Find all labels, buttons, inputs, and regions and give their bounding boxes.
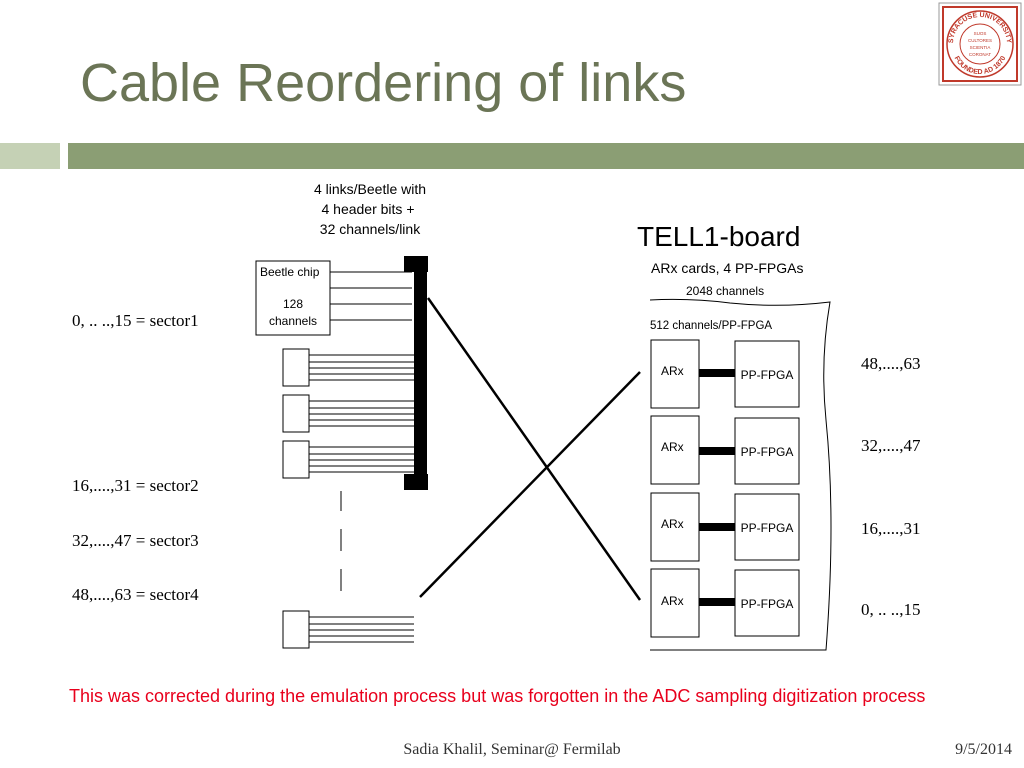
- pp-fpga-3: [734, 493, 800, 561]
- range-label-3: 16,....,31: [861, 519, 921, 538]
- arx-fpga-link-3: [699, 523, 735, 531]
- tell1-board-outline: [649, 298, 832, 651]
- arx-card-2: [650, 415, 700, 485]
- connector-bar: [414, 256, 427, 490]
- logo-motto-4: CORONAT: [969, 52, 991, 57]
- arx-fpga-link-2: [699, 447, 735, 455]
- pp-fpga-4: [734, 569, 800, 637]
- pp-fpga-2: [734, 417, 800, 485]
- beetle-header-line-2: 4 header bits +: [321, 201, 414, 217]
- range-label-1: 48,....,63: [861, 354, 921, 373]
- cable-connector-1: [282, 348, 310, 387]
- footer-author: Sadia Khalil, Seminar@ Fermilab: [403, 741, 621, 758]
- range-label-2: 32,....,47: [861, 436, 921, 455]
- arx-card-3: [650, 492, 700, 562]
- arx-fpga-rows: ARx PP-FPGA ARx PP-FPGA ARx PP-FPGA ARx …: [650, 339, 800, 638]
- correction-note: This was corrected during the emulation …: [69, 686, 926, 706]
- sector-label-1: 0, .. ..,15 = sector1: [72, 311, 199, 330]
- arx-label-4: ARx: [661, 594, 684, 608]
- cable-connector-3: [282, 440, 310, 479]
- arx-card-4: [650, 568, 700, 638]
- logo-motto-3: SCIENTIA: [970, 45, 991, 50]
- cable-connector-2: [282, 394, 310, 433]
- arx-card-1: [650, 339, 700, 409]
- reorder-line-up: [419, 371, 641, 598]
- sector-label-2: 16,....,31 = sector2: [72, 476, 199, 495]
- page-title: Cable Reordering of links: [80, 53, 687, 113]
- connector-bar-bottom: [404, 474, 428, 490]
- range-label-4: 0, .. ..,15: [861, 600, 921, 619]
- tell1-subtitle: ARx cards, 4 PP-FPGAs: [651, 260, 803, 276]
- tell1-per-fpga: 512 channels/PP-FPGA: [650, 320, 772, 332]
- pp-fpga-label-2: PP-FPGA: [741, 445, 794, 459]
- beetle-chip-links: [330, 271, 412, 321]
- pp-fpga-label-1: PP-FPGA: [741, 368, 794, 382]
- beetle-chip-count: 128: [283, 297, 303, 311]
- arx-fpga-row-3: ARx PP-FPGA: [650, 492, 800, 562]
- pp-fpga-label-4: PP-FPGA: [741, 597, 794, 611]
- title-divider-right: [68, 143, 1024, 169]
- cable-connector-4: [282, 610, 310, 649]
- beetle-chip-box: [255, 260, 331, 336]
- pp-fpga-1: [734, 340, 800, 408]
- sector-label-3: 32,....,47 = sector3: [72, 531, 199, 550]
- arx-label-2: ARx: [661, 440, 684, 454]
- tell1-title: TELL1-board: [637, 221, 800, 252]
- arx-fpga-link-4: [699, 598, 735, 606]
- arx-label-1: ARx: [661, 364, 684, 378]
- cable-connector-lines: [309, 354, 414, 643]
- arx-fpga-row-1: ARx PP-FPGA: [650, 339, 800, 409]
- beetle-chip-name: Beetle chip: [260, 265, 320, 279]
- arx-fpga-link-1: [699, 369, 735, 377]
- logo-motto-2: CULTORES: [968, 38, 992, 43]
- tell1-channels: 2048 channels: [686, 284, 764, 298]
- beetle-header-line-3: 32 channels/link: [320, 221, 421, 237]
- beetle-header-line-1: 4 links/Beetle with: [314, 181, 426, 197]
- arx-fpga-row-2: ARx PP-FPGA: [650, 415, 800, 485]
- sector-label-4: 48,....,63 = sector4: [72, 585, 199, 604]
- title-divider-left: [0, 143, 60, 169]
- reorder-line-down: [426, 297, 642, 601]
- beetle-chip-unit: channels: [269, 314, 317, 328]
- footer-date: 9/5/2014: [955, 741, 1012, 758]
- arx-label-3: ARx: [661, 517, 684, 531]
- university-seal-logo: SYRACUSE UNIVERSITY FOUNDED AD 1870 SUOS…: [938, 2, 1022, 86]
- logo-motto-1: SUOS: [974, 31, 987, 36]
- pp-fpga-label-3: PP-FPGA: [741, 521, 794, 535]
- arx-fpga-row-4: ARx PP-FPGA: [650, 568, 800, 638]
